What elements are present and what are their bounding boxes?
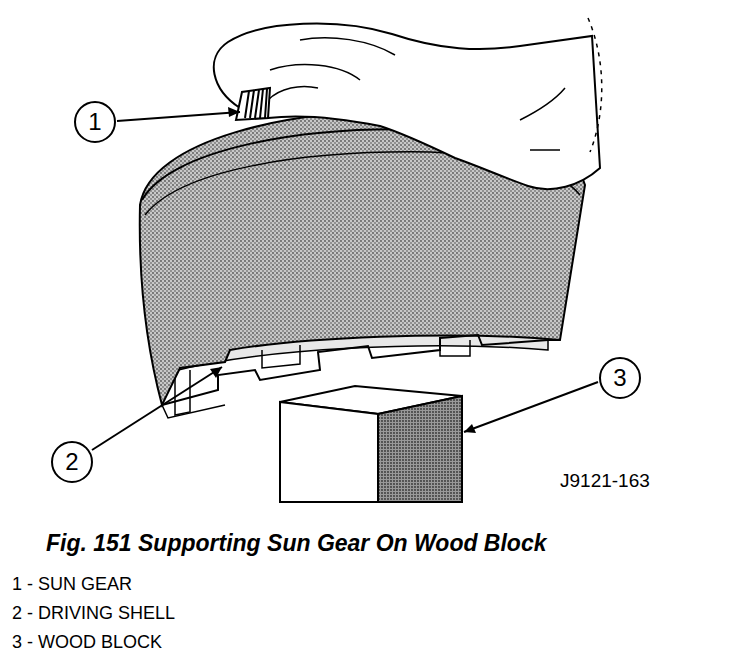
callout-number: 2 [65,450,78,474]
wood-block-side [378,396,462,502]
shell-rim [162,335,560,405]
leader-arrow [464,424,476,433]
leader-line [464,382,598,432]
callout-number: 3 [613,366,626,390]
leader-arrow [228,107,240,117]
leader-arrow [210,367,222,378]
callout-circle: 2 [51,441,93,483]
shell-rim-edge [162,405,225,418]
hand [214,24,600,190]
legend-line: 2 - DRIVING SHELL [12,603,175,624]
callout-circle: 3 [599,357,641,399]
hand-detail [268,38,565,150]
sun-gear [236,88,270,120]
wood-block-front [280,402,378,502]
figure-caption: Fig. 151 Supporting Sun Gear On Wood Blo… [46,530,547,557]
leader-line [117,112,240,121]
legend-line: 3 - WOOD BLOCK [12,632,162,653]
callout-circle: 1 [74,101,116,143]
legend-line: 1 - SUN GEAR [12,574,132,595]
callout-number: 1 [88,110,101,134]
leader-line [92,367,222,450]
sleeve [588,18,602,152]
figure-code: J9121-163 [560,470,650,492]
